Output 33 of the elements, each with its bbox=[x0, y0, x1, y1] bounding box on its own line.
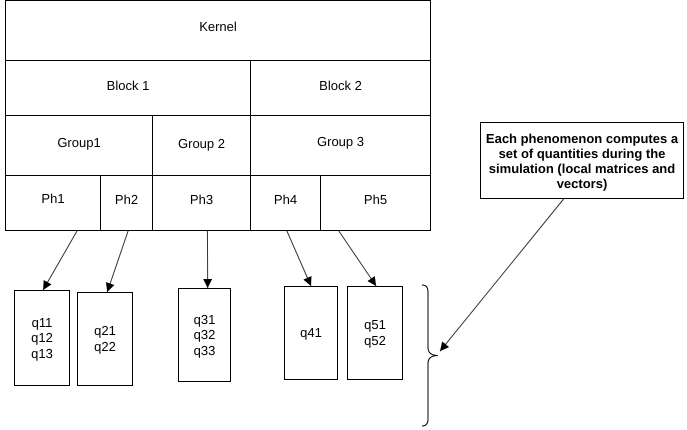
cell-label: Ph4 bbox=[274, 192, 298, 207]
quantity-list: q21 q22 bbox=[90, 323, 120, 355]
cell-label: Kernel bbox=[199, 19, 237, 34]
callout-box bbox=[480, 122, 684, 199]
quantity-box bbox=[77, 292, 133, 386]
quantity-list: q11 q12 q13 bbox=[27, 314, 57, 362]
quantity-box bbox=[14, 290, 70, 386]
cell-label: Group 2 bbox=[178, 136, 225, 151]
arrow bbox=[338, 230, 377, 286]
quantity-box bbox=[284, 286, 338, 380]
arrow bbox=[106, 230, 129, 292]
quantity-box bbox=[347, 286, 403, 380]
quantity-list: q51 q52 bbox=[360, 317, 390, 349]
quantity-list: q41 bbox=[296, 325, 326, 341]
cell-label: Block 2 bbox=[319, 78, 362, 93]
arrow bbox=[203, 230, 212, 288]
cell-label: Block 1 bbox=[106, 78, 150, 93]
arrow bbox=[440, 198, 564, 352]
cell-label: Group 3 bbox=[317, 134, 364, 149]
quantity-box bbox=[178, 288, 231, 382]
callout-text: Each phenomenon computes a set of quantities during the simulation (local matrices and vectors) bbox=[484, 130, 680, 190]
curly-brace bbox=[420, 284, 440, 427]
table-cell bbox=[5, 0, 431, 61]
cell-label: Ph1 bbox=[41, 191, 65, 206]
arrow bbox=[42, 230, 78, 290]
cell-label: Ph5 bbox=[364, 192, 388, 207]
table-cell bbox=[5, 175, 101, 231]
cell-label: Ph2 bbox=[114, 192, 138, 207]
quantity-list: q31 q32 q33 bbox=[190, 312, 220, 358]
cell-label: Ph3 bbox=[190, 192, 214, 207]
cell-label: Group1 bbox=[57, 135, 101, 150]
table-cell bbox=[320, 175, 431, 231]
arrow bbox=[286, 230, 312, 286]
